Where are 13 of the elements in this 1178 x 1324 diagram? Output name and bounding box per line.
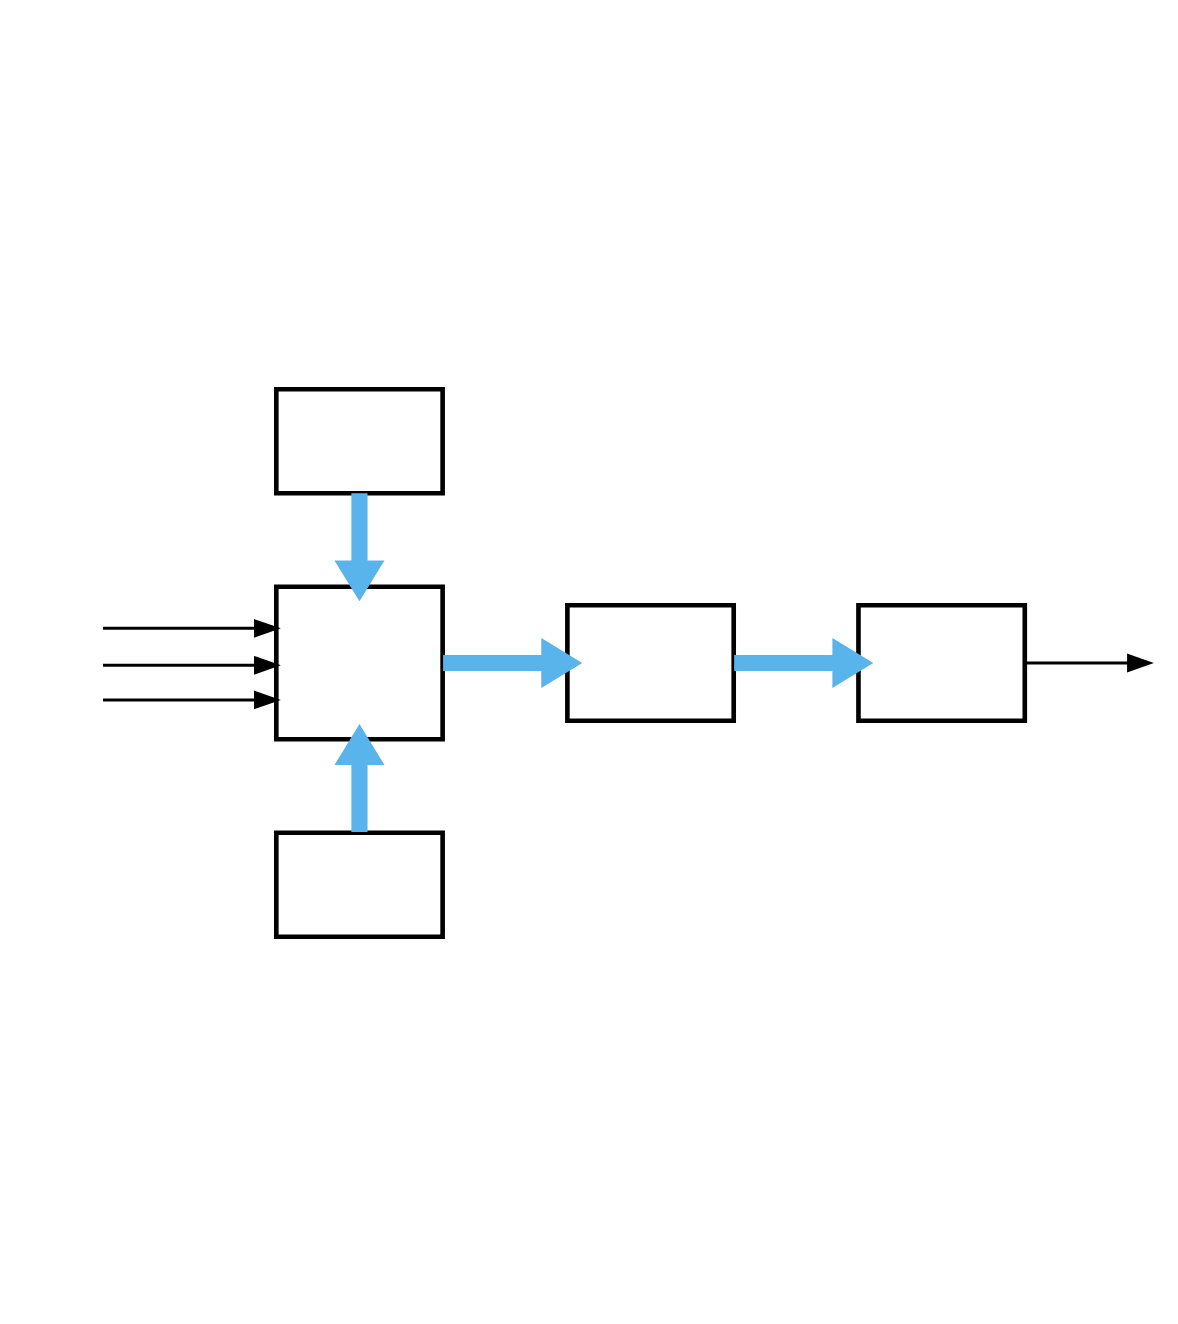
arrow <box>1025 652 1154 672</box>
arrow <box>103 689 281 709</box>
node-box <box>856 601 1028 723</box>
arrow <box>103 617 281 637</box>
arrow <box>734 636 874 688</box>
arrow <box>103 654 281 674</box>
arrow <box>443 636 583 688</box>
node-box <box>565 601 736 723</box>
arrow <box>334 723 385 831</box>
node-box <box>274 829 445 939</box>
node-box <box>274 583 445 741</box>
arrow <box>334 492 385 601</box>
node-box <box>274 385 445 495</box>
